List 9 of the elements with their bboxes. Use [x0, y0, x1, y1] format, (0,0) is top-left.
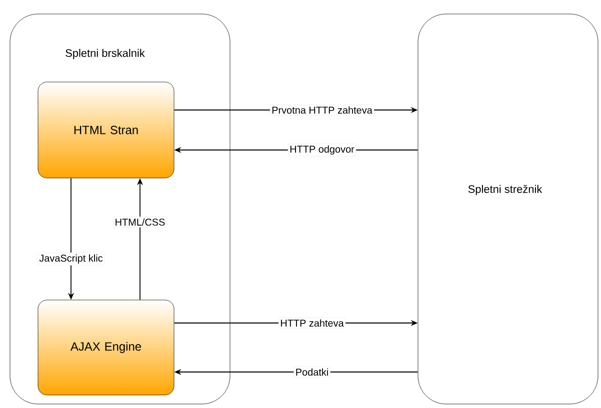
- edge-label: Podatki: [294, 366, 330, 378]
- process-box: HTML Stran: [38, 82, 174, 178]
- edge-label: HTTP zahteva: [278, 318, 346, 328]
- edge-label: Prvotna HTTP zahteva: [270, 104, 374, 116]
- edge-label: JavaScript klic: [37, 252, 105, 266]
- server-panel: Spletni strežnik: [418, 14, 598, 404]
- edge-label: HTTP odgovor: [288, 144, 356, 156]
- edge-label: HTML/CSS: [113, 216, 167, 228]
- process-box: AJAX Engine: [38, 300, 174, 396]
